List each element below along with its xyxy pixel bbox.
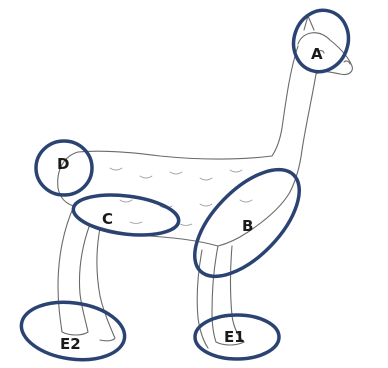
region-markers [19,8,351,362]
region-label-e2: E2 [60,335,81,353]
llama-neck-back [271,45,299,157]
llama-eye [317,50,325,54]
region-marker-e1 [193,313,281,361]
region-marker-d [34,139,94,197]
llama-front-leg-2 [196,249,209,349]
region-label-e1: E1 [224,328,245,346]
region-label-d: D [57,155,69,173]
llama-back [77,150,273,160]
region-marker-c [71,193,181,237]
region-labels: A B C D E1 E2 [57,45,323,353]
llama-neck-front [289,73,317,193]
llama-illustration [57,15,353,349]
llama-nose [343,60,351,65]
llama-rear-leg-1 [57,205,89,336]
region-marker-b [193,167,301,279]
region-label-c: C [102,210,113,228]
llama-chest [217,191,291,247]
llama-head [297,32,353,76]
region-marker-e2 [19,300,127,362]
region-label-b: B [242,217,253,235]
llama-rear-leg-1-inner [78,223,91,333]
llama-rear-leg-2 [96,227,116,342]
llama-tail [57,151,79,207]
region-label-a: A [311,45,323,63]
region-marker-a [291,8,351,74]
